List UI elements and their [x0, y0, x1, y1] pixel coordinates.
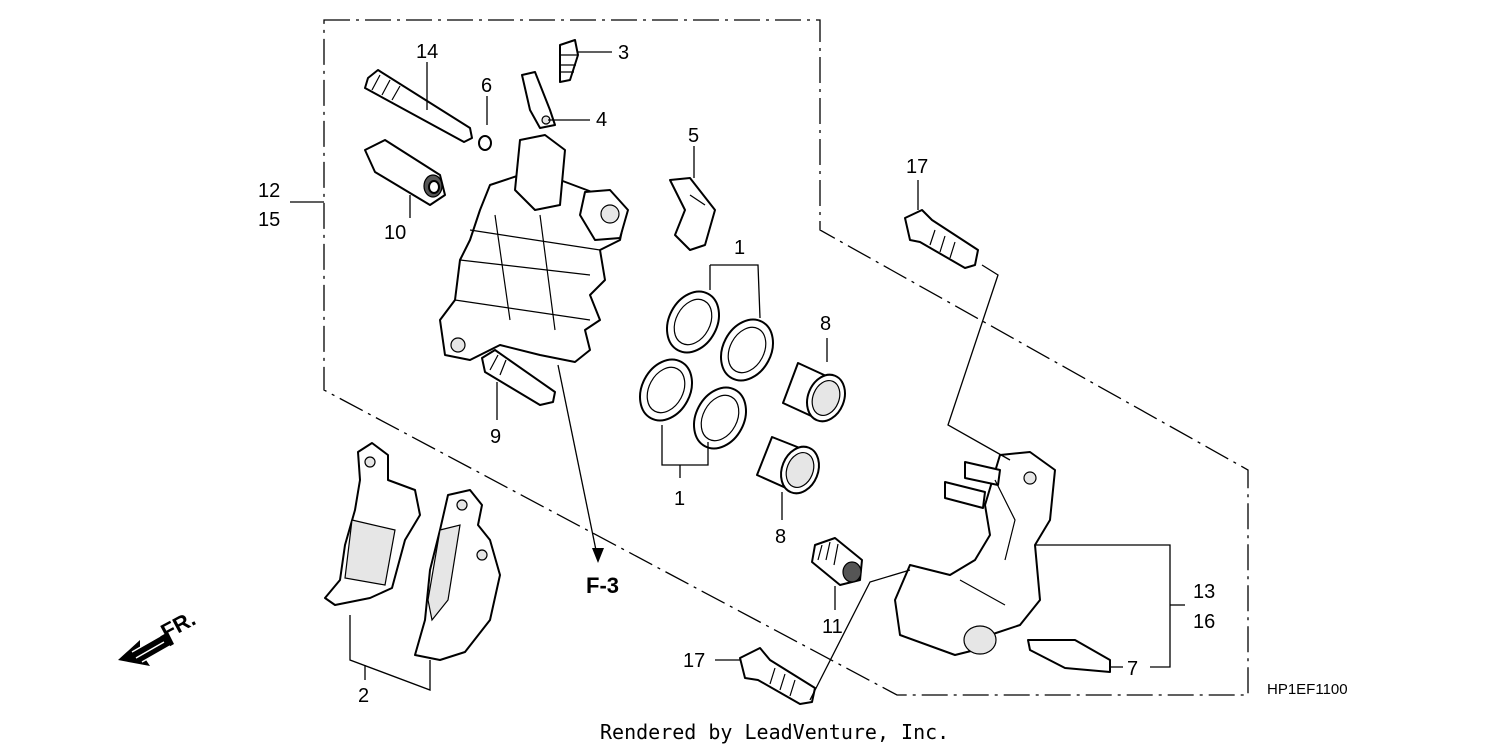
bleeder-valve[interactable]	[559, 39, 579, 83]
callout-labels: 12 15 14 6 3 4 5 1 1 8 8 11 9 10 17 17 7…	[258, 41, 1215, 707]
o-ring-small[interactable]	[478, 135, 492, 151]
callout-9[interactable]: 9	[490, 426, 501, 448]
pistons[interactable]	[756, 362, 852, 499]
callout-17-bottom[interactable]: 17	[683, 650, 705, 672]
pin-boot[interactable]	[364, 139, 446, 206]
front-direction-arrow	[118, 632, 174, 666]
callout-8-bottom[interactable]: 8	[775, 526, 786, 548]
callout-3[interactable]: 3	[618, 42, 629, 64]
credit-line: Rendered by LeadVenture, Inc.	[600, 720, 949, 744]
callout-8-top[interactable]: 8	[820, 313, 831, 335]
callout-16[interactable]: 16	[1193, 611, 1215, 633]
reference-f3[interactable]: F-3	[586, 573, 619, 598]
callout-6[interactable]: 6	[481, 75, 492, 97]
diagram-code: HP1EF1100	[1267, 681, 1348, 698]
caliper-bracket[interactable]	[894, 451, 1056, 656]
callout-5[interactable]: 5	[688, 125, 699, 147]
bracket-bolt-upper[interactable]	[904, 209, 979, 269]
callout-4[interactable]: 4	[596, 109, 607, 131]
caliper-body[interactable]	[439, 134, 629, 363]
slide-pin-long[interactable]	[364, 69, 473, 143]
assembly-boundaries	[323, 19, 1249, 696]
callout-1-bottom[interactable]: 1	[674, 488, 685, 510]
callout-1-top[interactable]: 1	[734, 237, 745, 259]
bracket-boot[interactable]	[811, 537, 863, 586]
bracket-bolt-lower[interactable]	[739, 647, 816, 705]
callout-10[interactable]: 10	[384, 222, 406, 244]
callout-7[interactable]: 7	[1127, 658, 1138, 680]
callout-2[interactable]: 2	[358, 685, 369, 707]
callout-17-top[interactable]: 17	[906, 156, 928, 178]
callout-15[interactable]: 15	[258, 209, 280, 231]
pad-retainer[interactable]	[1027, 639, 1111, 673]
callout-11[interactable]: 11	[822, 616, 843, 638]
piston-seals[interactable]	[630, 282, 783, 457]
callout-12[interactable]: 12	[258, 180, 280, 202]
pad-spring-clip[interactable]	[669, 177, 716, 251]
callout-13[interactable]: 13	[1193, 581, 1215, 603]
callout-14[interactable]: 14	[416, 41, 438, 63]
brake-pads[interactable]	[324, 442, 501, 661]
slide-pin-short[interactable]	[481, 349, 556, 406]
leader-lines	[290, 51, 1185, 701]
